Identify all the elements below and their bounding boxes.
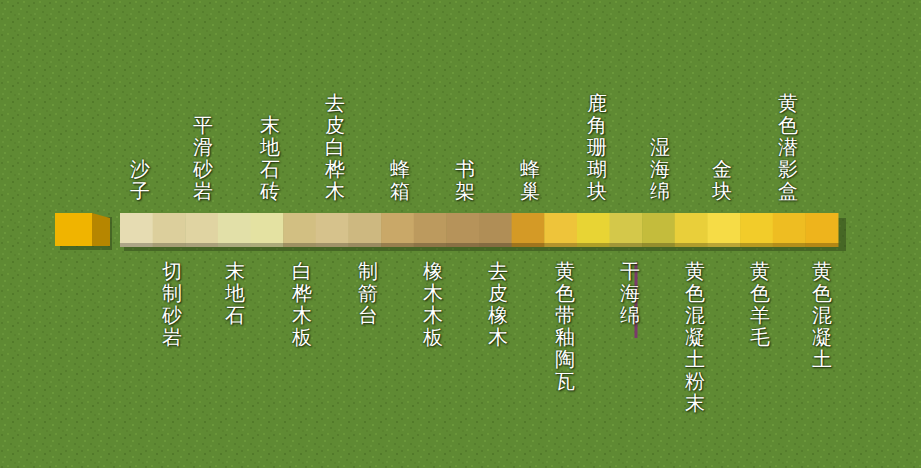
block-name-label: 金块 [712,158,732,202]
block-face [381,213,414,243]
block-name-label: 鹿角珊瑚块 [587,92,607,202]
block-name-label: 黄色羊毛 [750,260,770,348]
yellow-block-side [92,213,110,246]
block-name-label: 去皮白桦木 [325,92,345,202]
block-side [805,243,838,247]
block-name-label: 蜂箱 [390,158,410,202]
block-side [283,243,316,247]
block-side [414,243,447,247]
block-side [446,243,479,247]
block-name-label: 湿海绵 [650,136,670,202]
block-face [218,213,251,243]
block-name-label: 书架 [455,158,475,202]
block-face [707,213,740,243]
block-name-label: 沙子 [130,158,150,202]
block-face [348,213,381,243]
block-name-label: 蜂巢 [520,158,540,202]
block-face [283,213,316,243]
block-face [185,213,218,243]
block-side [773,243,806,247]
block-face [773,213,806,243]
block-face [446,213,479,243]
yellow-block [55,213,92,246]
block-side [185,243,218,247]
block-face [544,213,577,243]
block-side [120,243,153,247]
block-side [544,243,577,247]
block-face [512,213,545,243]
block-side [479,243,512,247]
block-face [577,213,610,243]
block-name-label: 制箭台 [358,260,378,326]
block-side [251,243,284,247]
block-side [642,243,675,247]
block-bar [120,213,839,247]
block-face [610,213,643,243]
block-side [153,243,186,247]
block-side [740,243,773,247]
block-name-label: 干海绵 [620,260,640,326]
block-side [610,243,643,247]
block-face [120,213,153,243]
block-face [316,213,349,243]
block-face [805,213,838,243]
block-name-label: 平滑砂岩 [193,114,213,202]
block-name-label: 末地石 [225,260,245,326]
block-side [348,243,381,247]
block-face [251,213,284,243]
block-side [707,243,740,247]
block-name-label: 黄色带釉陶瓦 [555,260,575,392]
block-name-label: 黄色潜影盒 [778,92,798,202]
block-side [675,243,708,247]
block-face [479,213,512,243]
block-side [218,243,251,247]
block-name-label: 切制砂岩 [162,260,182,348]
block-side [512,243,545,247]
block-face [740,213,773,243]
block-side [577,243,610,247]
block-name-label: 橡木木板 [423,260,443,348]
block-side [316,243,349,247]
block-face [153,213,186,243]
block-name-label: 黄色混凝土粉末 [685,260,705,414]
block-name-label: 去皮橡木 [488,260,508,348]
block-face [642,213,675,243]
block-name-label: 末地石砖 [260,114,280,202]
block-face [414,213,447,243]
block-name-label: 黄色混凝土 [812,260,832,370]
block-name-label: 白桦木板 [292,260,312,348]
block-side [381,243,414,247]
block-face [675,213,708,243]
